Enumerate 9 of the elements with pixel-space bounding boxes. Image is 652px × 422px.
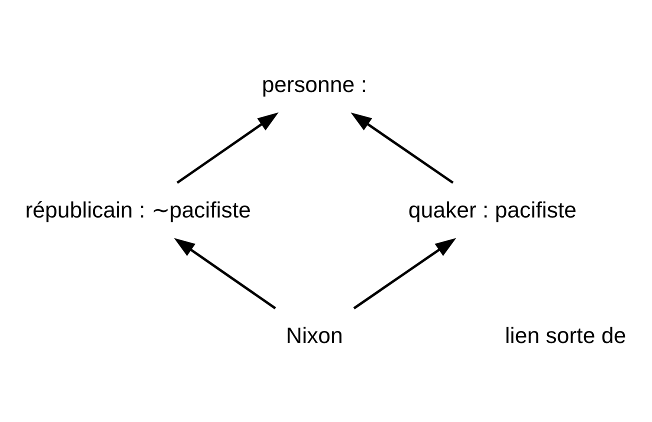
node-text: républicain : ∼pacifiste — [25, 196, 251, 222]
arrow — [350, 112, 454, 184]
legend-label: lien sorte de — [504, 322, 626, 348]
node-text: Nixon — [286, 322, 343, 348]
arrow — [353, 237, 456, 309]
arrow — [174, 237, 276, 309]
arrow — [176, 112, 279, 184]
node-text: quaker : pacifiste — [408, 196, 577, 222]
node-text: personne : — [262, 71, 368, 96]
